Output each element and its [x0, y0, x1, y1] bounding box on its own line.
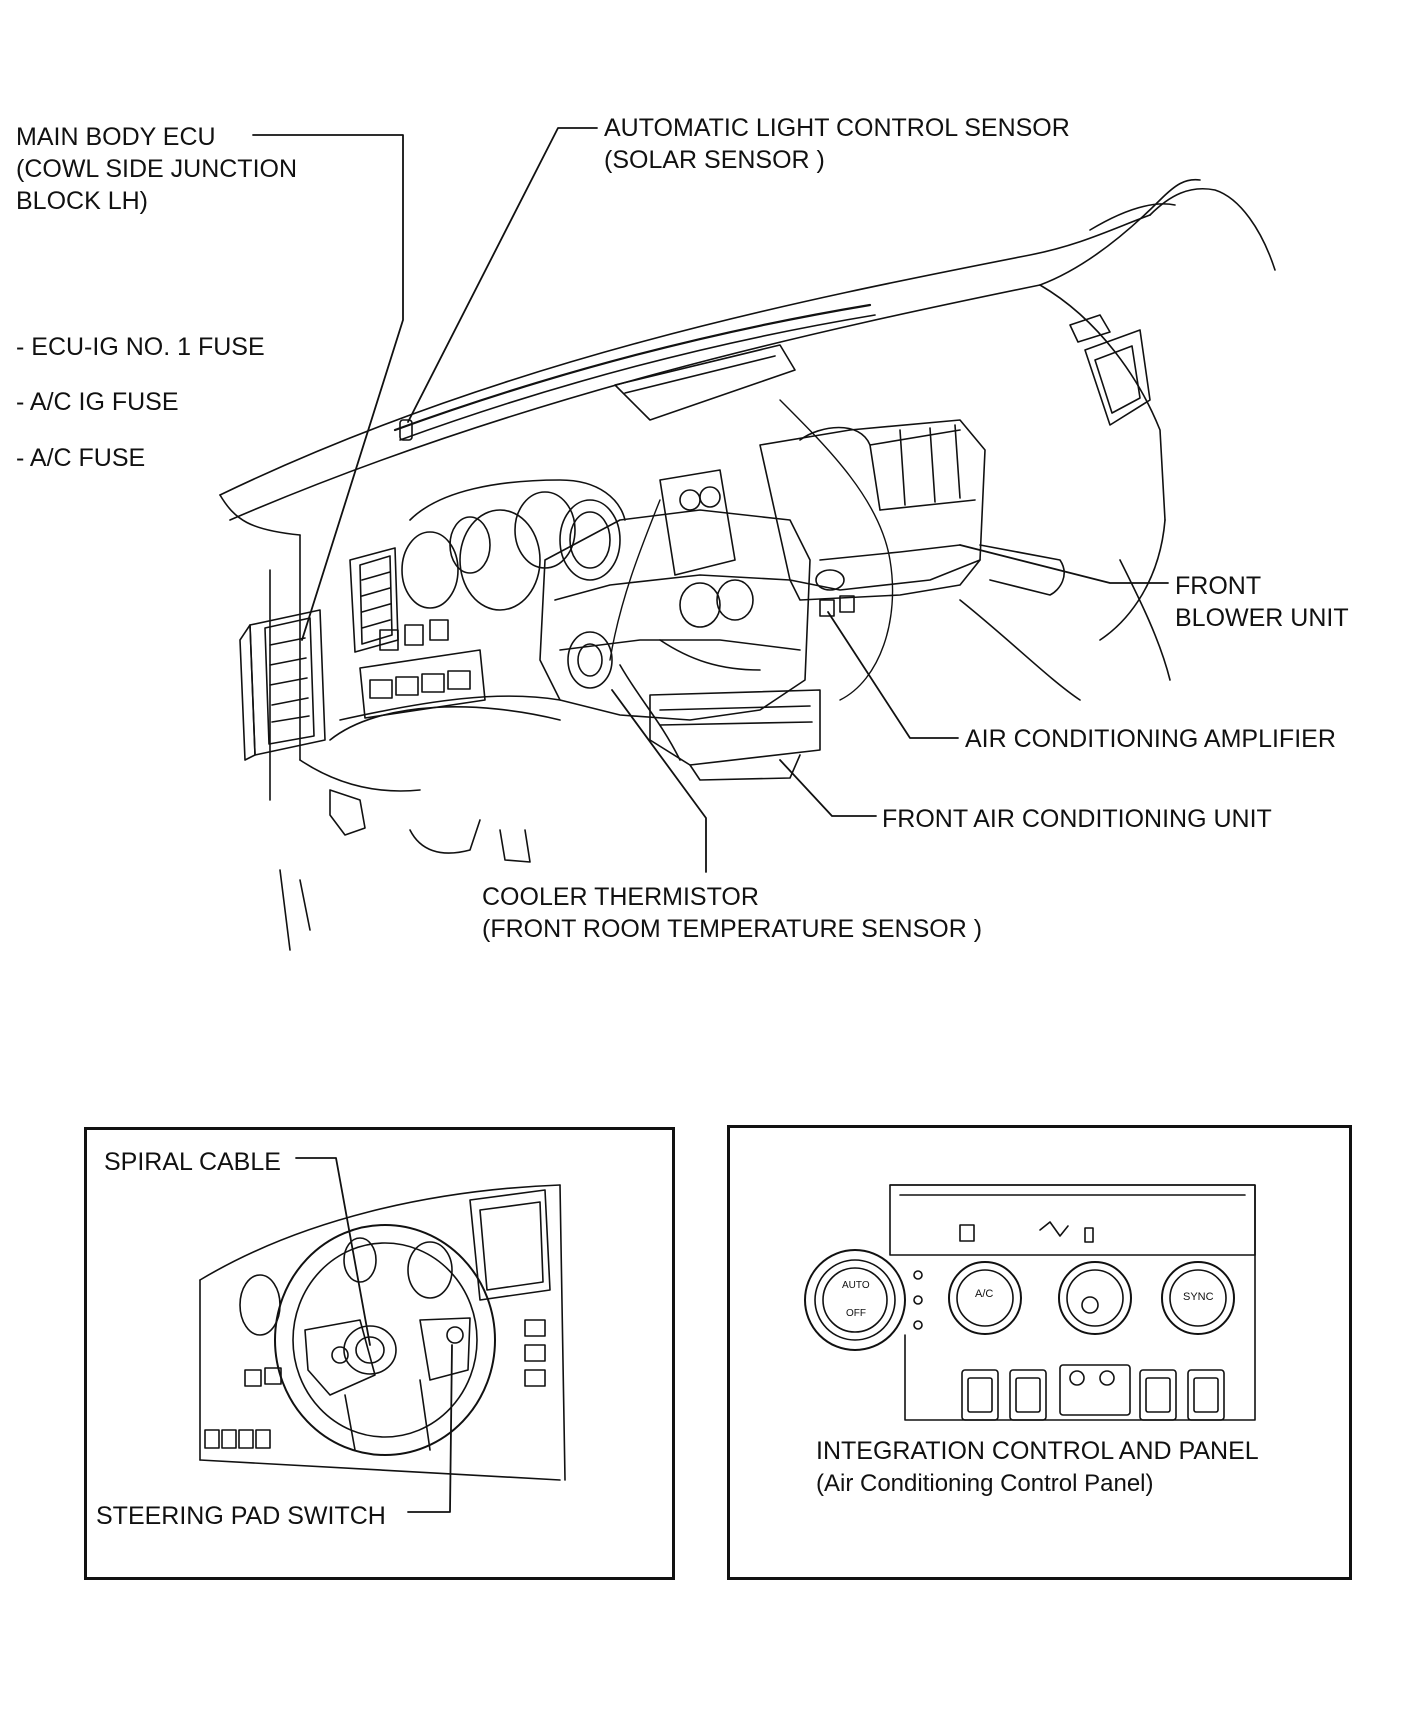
label-fuse-ecu-ig: - ECU-IG NO. 1 FUSE	[16, 333, 265, 361]
label-ac-amplifier: AIR CONDITIONING AMPLIFIER	[965, 725, 1336, 753]
leader-steering-pad-switch	[407, 1344, 453, 1513]
steering-drawing	[199, 1184, 566, 1481]
control-panel-drawing	[804, 1184, 1256, 1421]
label-main-body-ecu-line3: BLOCK LH)	[16, 187, 148, 215]
control-panel-title: INTEGRATION CONTROL AND PANEL	[816, 1437, 1259, 1465]
label-front-blower-line1: FRONT	[1175, 572, 1262, 600]
label-fuse-ac: - A/C FUSE	[16, 444, 146, 472]
label-fuse-ac-ig: - A/C IG FUSE	[16, 388, 179, 416]
label-cooler-thermistor-line1: COOLER THERMISTOR	[482, 883, 759, 911]
leader-spiral-cable	[295, 1157, 371, 1346]
label-steering-pad-switch: STEERING PAD SWITCH	[96, 1502, 386, 1530]
label-solar-sensor-line1: AUTOMATIC LIGHT CONTROL SENSOR	[604, 114, 1070, 142]
leader-cooler-thermistor	[611, 689, 707, 873]
knob-label-sync: SYNC	[1183, 1291, 1214, 1303]
steering-inset-frame	[84, 1127, 675, 1580]
knob-label-auto: AUTO	[842, 1280, 870, 1291]
dashboard-drawing	[219, 178, 1276, 951]
leader-front-ac-unit	[779, 759, 877, 817]
label-main-body-ecu-line1: MAIN BODY ECU	[16, 123, 216, 151]
leader-lines-steering	[295, 1157, 453, 1513]
label-cooler-thermistor-line2: (FRONT ROOM TEMPERATURE SENSOR )	[482, 915, 983, 943]
leader-main-body-ecu	[252, 134, 404, 641]
label-front-ac-unit: FRONT AIR CONDITIONING UNIT	[882, 805, 1272, 833]
control-panel-subtitle: (Air Conditioning Control Panel)	[816, 1470, 1154, 1497]
leader-solar-sensor	[407, 127, 598, 423]
leader-front-blower-unit	[959, 544, 1169, 584]
label-solar-sensor-line2: (SOLAR SENSOR )	[604, 146, 825, 174]
leader-lines-main	[252, 127, 1169, 873]
control-panel-inset-frame	[727, 1125, 1352, 1580]
leader-ac-amplifier	[827, 611, 959, 739]
knob-label-off: OFF	[846, 1308, 866, 1319]
knob-label-ac: A/C	[975, 1288, 994, 1300]
label-front-blower-line2: BLOWER UNIT	[1175, 604, 1349, 632]
label-main-body-ecu-line2: (COWL SIDE JUNCTION	[16, 155, 298, 183]
label-spiral-cable: SPIRAL CABLE	[104, 1148, 281, 1176]
